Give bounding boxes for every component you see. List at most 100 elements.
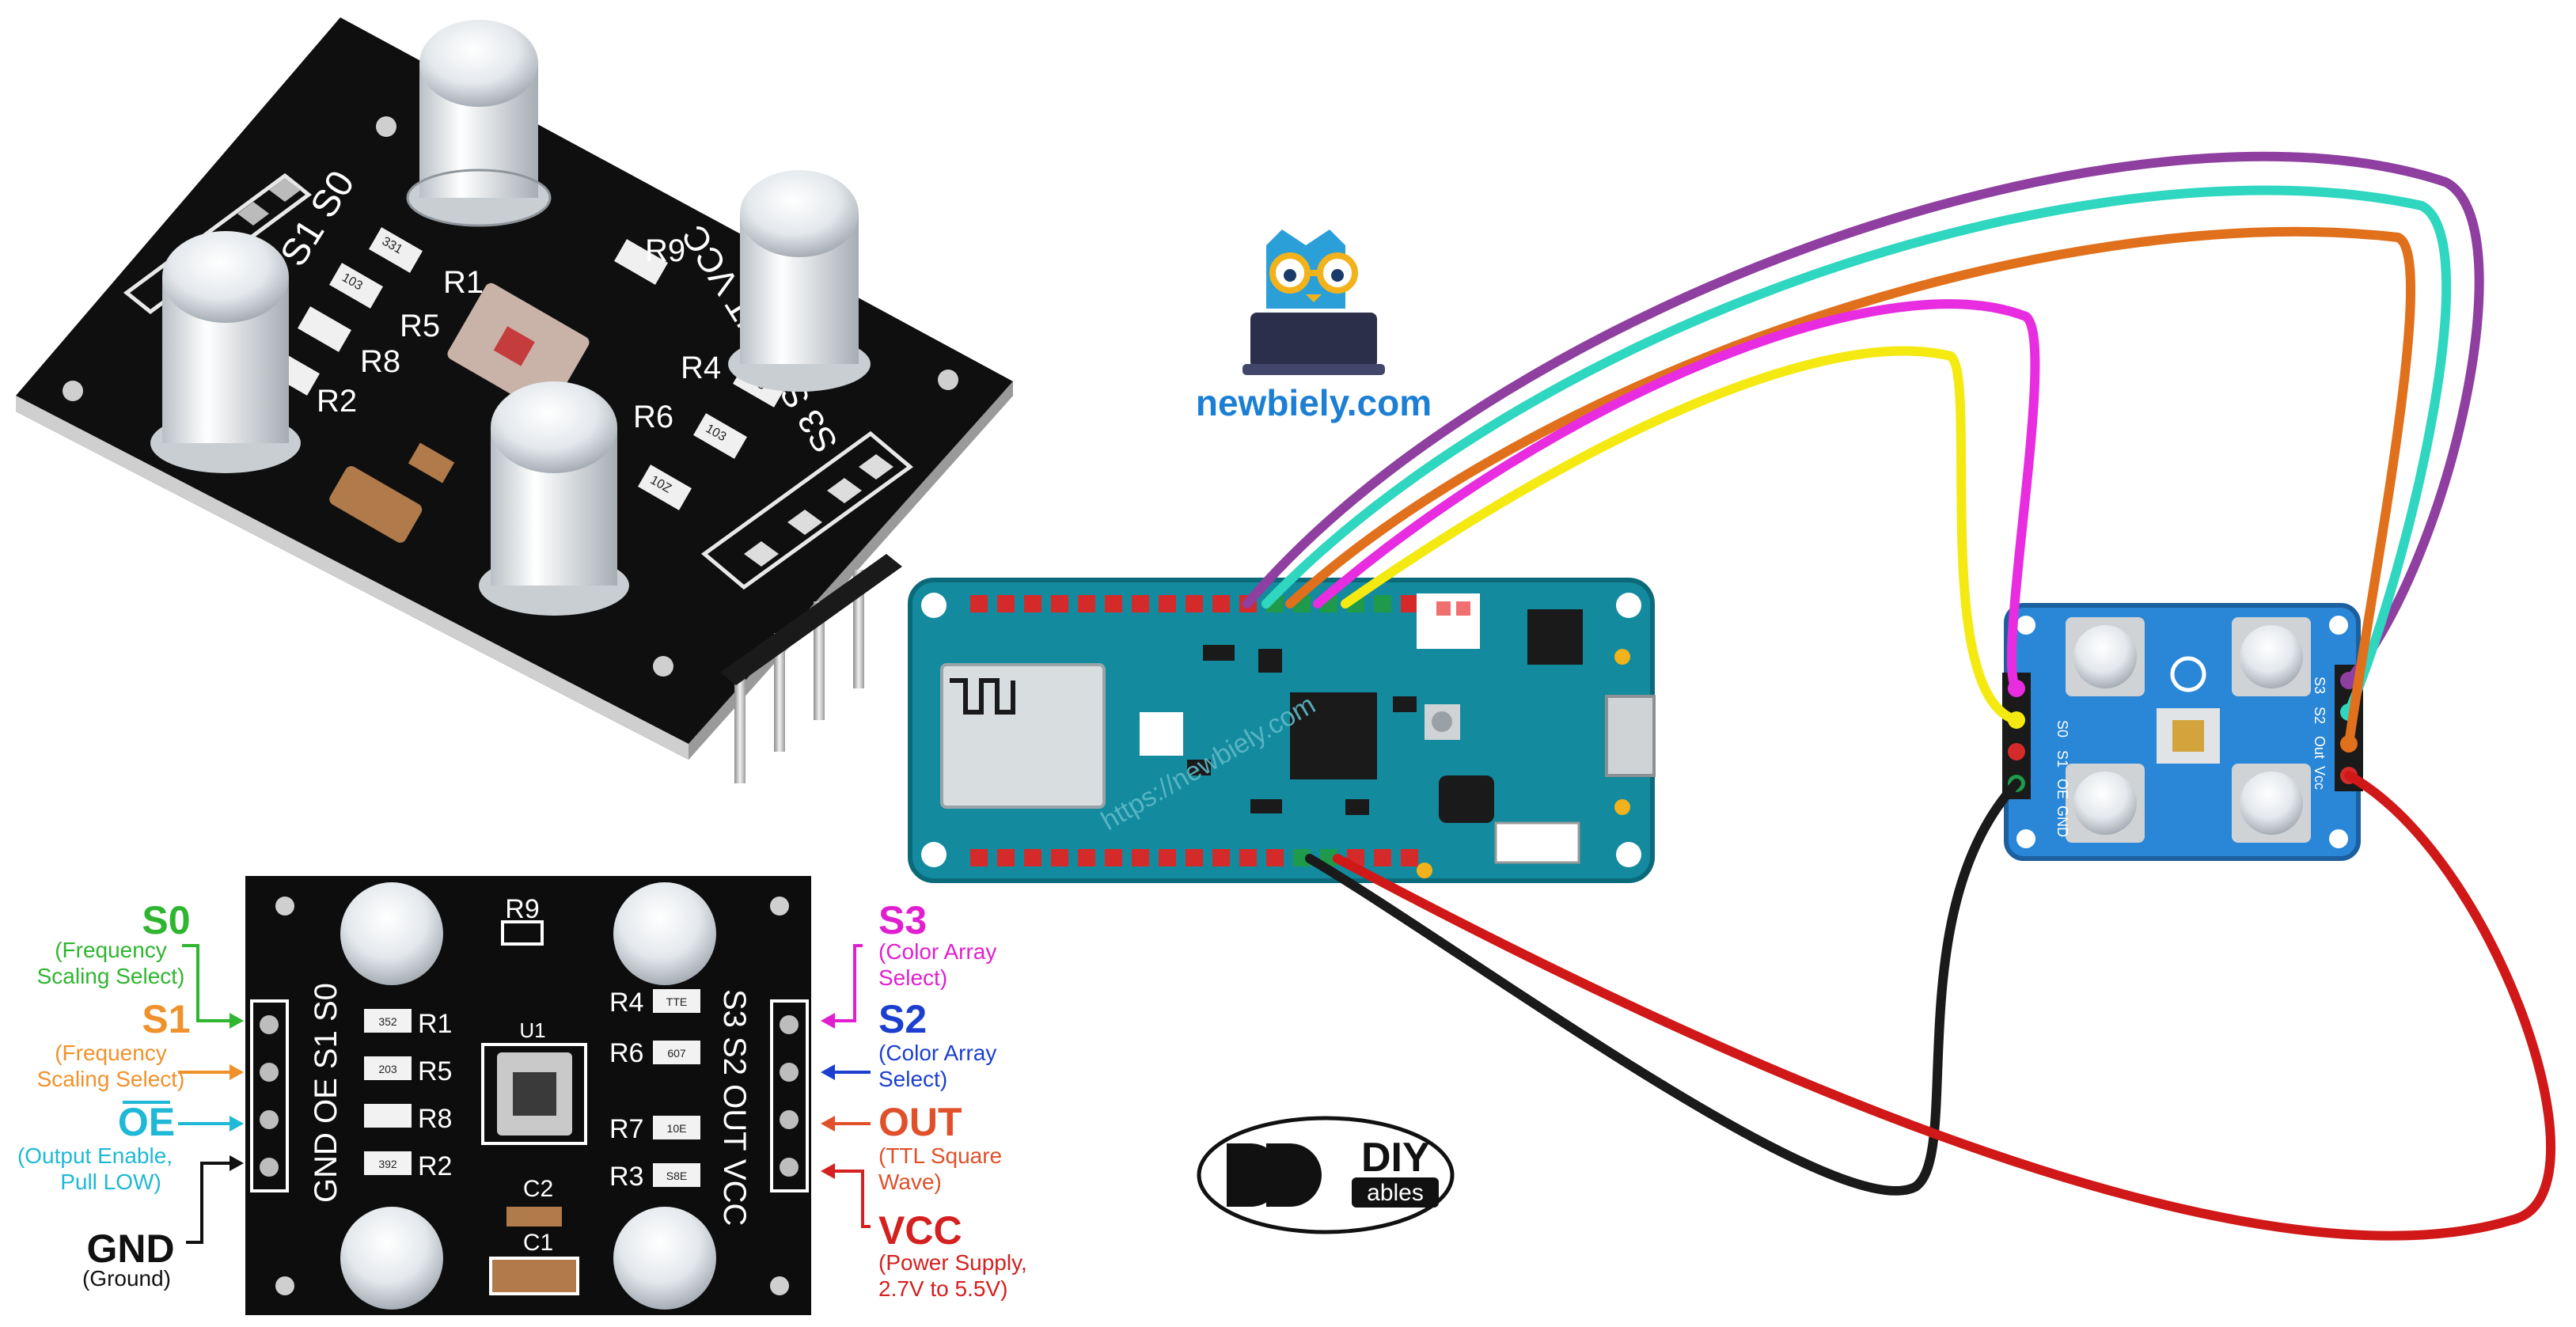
photo-right-header-pins	[720, 454, 902, 783]
pinout-led-tr	[613, 882, 716, 985]
label-oe-desc2: Pull LOW)	[60, 1170, 161, 1194]
pinout-r3: R3	[609, 1162, 643, 1192]
wire-cyan	[1261, 185, 2452, 717]
label-gnd-name: GND	[86, 1227, 174, 1271]
label-vcc: VCC (Power Supply, 2.7V to 5.5V)	[821, 1163, 1027, 1301]
label-gnd-desc: (Ground)	[82, 1266, 171, 1291]
photo-sensor-chip	[447, 282, 590, 414]
mini-color-sensor: S0 S1 OE GND S3 S2 Out Vcc	[2002, 603, 2363, 861]
label-out: OUT (TTL Square Wave)	[821, 1100, 1002, 1194]
photo-led-right	[728, 170, 871, 392]
label-vcc-desc2: 2.7V to 5.5V)	[878, 1276, 1007, 1301]
pinout-r5: R5	[418, 1056, 452, 1086]
photo-led-left	[150, 231, 301, 473]
code-r1: 352	[378, 1015, 397, 1028]
photo-r8: R8	[360, 344, 400, 379]
label-gnd: GND (Ground)	[82, 1155, 244, 1291]
pinout-cap-c2	[506, 1207, 562, 1227]
mini-left-pins	[2002, 673, 2031, 799]
pinout-led-bl	[340, 1207, 443, 1310]
label-s2-desc1: (Color Array	[878, 1041, 996, 1065]
code-r3: S8E	[666, 1170, 687, 1182]
label-s1-name: S1	[142, 997, 190, 1041]
label-s1-desc1: (Frequency	[55, 1041, 167, 1065]
arduino-mcu	[1290, 692, 1377, 779]
mini-label-vcc: Vcc	[2312, 766, 2328, 790]
photo-led-bottom	[479, 381, 629, 616]
label-s0: S0 (Frequency Scaling Select)	[37, 898, 244, 1029]
diy-text: DIY	[1361, 1135, 1430, 1181]
label-s3-desc1: (Color Array	[878, 939, 996, 964]
mini-leds	[2066, 617, 2311, 843]
pinout-r1: R1	[418, 1009, 452, 1039]
diyables-logo: DIY ables	[1197, 1116, 1455, 1234]
pinout-r9: R9	[505, 894, 539, 924]
wires	[1242, 151, 2556, 1241]
pinout-cap-c1	[489, 1257, 579, 1295]
pinout-left-header-pins	[260, 1015, 279, 1177]
photo-left-pins	[237, 178, 301, 226]
ables-text: ables	[1367, 1180, 1424, 1206]
mini-label-gnd: GND	[2054, 806, 2070, 837]
pinout-c1: C1	[523, 1230, 553, 1256]
code-r7: 10E	[667, 1122, 687, 1135]
photo-r6: R6	[633, 400, 673, 434]
label-s2: S2 (Color Array Select)	[821, 997, 996, 1091]
mini-label-s3: S3	[2312, 677, 2328, 694]
label-s3-desc2: Select)	[878, 965, 947, 990]
mini-label-s1: S1	[2054, 750, 2070, 768]
wire-purple	[1242, 151, 2484, 685]
label-s2-desc2: Select)	[878, 1067, 947, 1091]
arduino-usb-port	[1605, 695, 1656, 777]
pinout-left-silkscreen: GND OE S1 S0	[309, 983, 343, 1203]
wire-orange	[1285, 226, 2416, 749]
site-name: newbiely.com	[1196, 382, 1432, 423]
wire-magenta	[1313, 299, 2040, 693]
mini-label-oe: OE	[2054, 779, 2070, 799]
pinout-r6: R6	[609, 1038, 643, 1068]
photo-r4: R4	[681, 351, 721, 385]
code-r5: 203	[378, 1063, 397, 1075]
code-r4: TTE	[666, 995, 687, 1008]
pinout-led-tl	[340, 882, 443, 985]
pinout-sensor-chip	[481, 1043, 587, 1145]
wire-black	[1305, 779, 2021, 1196]
photo-r9: R9	[645, 233, 685, 268]
wire-red	[1333, 771, 2556, 1241]
label-vcc-desc1: (Power Supply,	[878, 1250, 1027, 1275]
mini-label-s0: S0	[2054, 720, 2070, 737]
pinout-labels-right: S3 (Color Array Select) S2 (Color Array …	[821, 898, 1027, 1301]
arduino-board: https://newbiely.com	[908, 578, 1656, 883]
label-out-name: OUT	[878, 1100, 962, 1144]
pinout-r4: R4	[609, 988, 643, 1018]
label-s3: S3 (Color Array Select)	[821, 898, 996, 1029]
pinout-c2: C2	[523, 1176, 553, 1202]
photo-led-top	[406, 20, 552, 227]
owl-laptop-icon	[1242, 229, 1385, 375]
pinout-r7: R7	[609, 1114, 643, 1144]
mini-label-out: Out	[2312, 736, 2328, 759]
label-oe-desc1: (Output Enable,	[17, 1143, 173, 1168]
label-s0-name: S0	[142, 898, 190, 942]
label-out-desc2: Wave)	[878, 1170, 942, 1194]
label-s2-name: S2	[878, 997, 927, 1041]
pinout-r8: R8	[418, 1104, 452, 1134]
pinout-resistor-parts	[364, 989, 700, 1187]
sensor-photo: S1 S0 S3 S2 OUT VCC 331 103 103 103 10Z …	[16, 17, 1013, 783]
mini-label-s2: S2	[2312, 707, 2328, 724]
photo-r1: R1	[443, 265, 484, 300]
pinout-right-silkscreen: S3 S2 OUT VCC	[717, 989, 752, 1226]
label-s0-desc2: Scaling Select)	[37, 964, 185, 988]
pinout-board: GND OE S1 S0 S3 S2 OUT VCC R9 R1 R5 R8 R…	[245, 876, 811, 1315]
label-s1: S1 (Frequency Scaling Select)	[37, 997, 244, 1091]
label-s1-desc2: Scaling Select)	[37, 1067, 185, 1091]
pinout-u1: U1	[519, 1018, 545, 1042]
pinout-labels-left: S0 (Frequency Scaling Select) S1 (Freque…	[17, 898, 244, 1291]
label-oe: OE (Output Enable, Pull LOW)	[17, 1100, 244, 1194]
code-r2: 392	[378, 1158, 397, 1170]
newbiely-logo: newbiely.com	[1196, 229, 1432, 423]
label-s3-name: S3	[878, 898, 927, 942]
code-r6: 607	[667, 1047, 686, 1060]
pinout-r2: R2	[418, 1151, 452, 1181]
